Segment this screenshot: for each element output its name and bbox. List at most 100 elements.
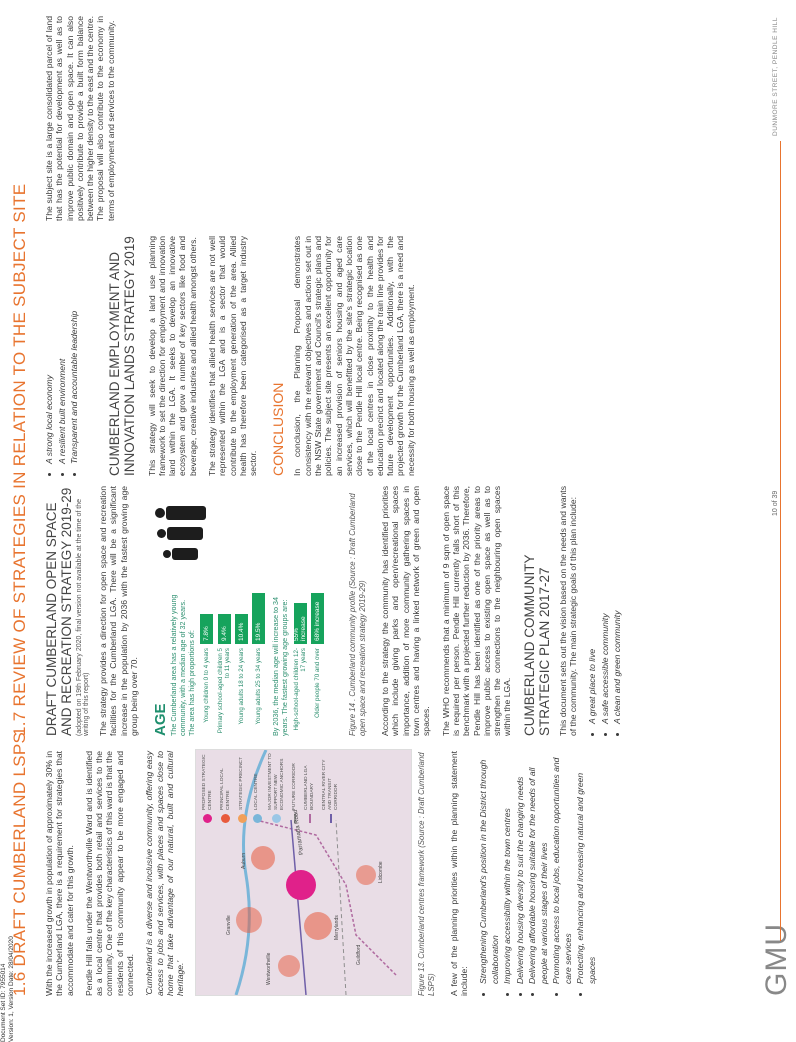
lga-boundary — [255, 819, 397, 976]
column-employment: A strong local economy A resilient built… — [0, 236, 796, 476]
bar-label: High-school-aged children 12-17 years — [293, 648, 308, 731]
future-corridor — [335, 819, 347, 995]
csp-goals-list-b: A strong local economy A resilient built… — [44, 236, 81, 476]
legend-label: CUMBERLAND LGA BOUNDARY — [303, 765, 315, 810]
family-icon — [153, 491, 213, 566]
open-space-adoption-note: (adopted on 19th February 2020, final ve… — [76, 499, 90, 736]
column-open-space: 1.7 REVIEW OF STRATEGIES IN RELATION TO … — [0, 184, 796, 736]
age-text-2: The area has high proportions of: — [187, 630, 197, 736]
legend-label: PRINCIPAL LOCAL CENTRE — [219, 768, 231, 810]
open-space-paragraph-2: According to the strategy the community … — [380, 486, 432, 736]
elis-paragraph-2: The strategy identifies that allied heal… — [206, 236, 259, 476]
list-item: A resilient built environment — [57, 236, 69, 464]
list-item: Delivering housing diversity to suit the… — [515, 751, 527, 984]
bar-row: Young children 0 to 4 years 7.8% — [200, 576, 214, 736]
legend-label: STRATEGIC PRECINCT — [239, 757, 245, 810]
bar-row: Primary school-aged children 5 to 11 yea… — [217, 576, 231, 736]
hub-granville — [235, 907, 262, 933]
legend-swatch — [272, 814, 282, 823]
list-item: Promoting access to local jobs, educatio… — [551, 751, 574, 984]
legend-label: LOCAL CENTRE — [254, 773, 260, 810]
bar-value: 55% increase — [293, 602, 307, 644]
legend-label: FUTURE CORRIDOR — [291, 763, 297, 810]
map-label: Merrylands — [333, 915, 340, 940]
bar-label: Primary school-aged children 5 to 11 yea… — [217, 648, 232, 734]
csp-goals-list-a: A great place to live A safe accessible … — [587, 486, 624, 736]
legend-swatch — [203, 814, 213, 823]
age-text-3: By 2036, the median age will increase to… — [271, 596, 290, 736]
list-item: A safe accessible community — [600, 486, 612, 725]
list-item: Transparent and accountable leadership — [69, 236, 81, 464]
elis-paragraph-1: This strategy will seek to develop a lan… — [146, 236, 198, 476]
priorities-list: Strengthening Cumberland's position in t… — [478, 751, 598, 996]
map-label: Lidcombe — [377, 861, 384, 883]
elis-heading: CUMBERLAND EMPLOYMENT AND INNOVATION LAN… — [106, 236, 137, 476]
document-set-stamp: Document Set ID: 7955014 Version: 1, Ver… — [0, 936, 16, 1042]
legend-swatch — [237, 814, 247, 823]
priorities-intro: A few of the planning priorities within … — [448, 751, 469, 996]
lsps-paragraph-2: Pendle Hill falls under the Wentworthvil… — [83, 751, 136, 996]
page-number: 10 of 39 — [772, 490, 779, 516]
hub-strategic-centre — [285, 870, 316, 900]
hub-wentworthville — [277, 955, 300, 977]
conclusion-paragraph-2: The subject site is a large consolidated… — [44, 16, 116, 221]
bar-row: High-school-aged children 12-17 years 55%… — [293, 576, 307, 736]
document-set-id: Document Set ID: 7955014 — [0, 963, 7, 1042]
footer-divider — [780, 141, 781, 941]
bar-value: 10.4% — [235, 614, 249, 644]
conclusion-paragraph-1: In conclusion, the Planning Proposal dem… — [292, 236, 416, 476]
open-space-paragraph-3: The WHO recommends that a minimum of 9 s… — [440, 486, 513, 736]
age-proportion-bars: Young children 0 to 4 years 7.8%Primary s… — [200, 576, 266, 736]
river-line — [234, 750, 267, 995]
legend-swatch — [329, 814, 332, 823]
lsps-vision-quote: 'Cumberland is a diverse and inclusive c… — [144, 751, 186, 996]
map-legend: PROPOSED STRATEGIC CENTRE PRINCIPAL LOCA… — [202, 753, 346, 823]
bar-label: Young adults 18 to 24 years — [238, 648, 246, 725]
bar-value: 19.5% — [252, 593, 266, 644]
age-infographic: AGE The Cumberland area has a relatively… — [148, 486, 343, 736]
hub-merrylands — [303, 912, 332, 940]
column-conclusion: The subject site is a large consolidated… — [0, 6, 796, 221]
list-item: A clean and green community — [612, 486, 624, 724]
bar-label: Young children 0 to 4 years — [203, 648, 211, 723]
map-label: Granville — [225, 915, 232, 935]
legend-label: MAJOR INVESTMENT TO SUPPORT NEW ECONOMIC… — [267, 753, 285, 810]
list-item: Strengthening Cumberland's position in t… — [478, 751, 501, 984]
footer-site-address: DUNMORE STREET, PENDLE HILL — [772, 17, 779, 136]
legend-swatch — [252, 814, 262, 823]
bar-label: Older people 70 and over — [314, 648, 322, 718]
map-label: Auburn — [240, 852, 247, 869]
map-label: Wentworthville — [265, 952, 272, 985]
bar-value: 7.8% — [200, 614, 214, 644]
document-version: Version: 1, Version Date: 28/04/2020 — [8, 936, 15, 1042]
age-text-1: The Cumberland area has a relatively you… — [169, 594, 188, 736]
gmu-logo: GMU — [760, 923, 793, 996]
csp-heading: CUMBERLAND COMMUNITY STRATEGIC PLAN 2017… — [521, 554, 552, 736]
open-space-paragraph-1: The strategy provides a direction for op… — [98, 486, 139, 736]
legend-swatch — [221, 814, 231, 823]
hub-lidcombe — [355, 865, 376, 885]
csp-paragraph: This document sets out the vision based … — [557, 486, 579, 736]
age-title: AGE — [152, 703, 170, 736]
bar-value: 68% increase — [311, 593, 325, 644]
lsps-paragraph-1: With the increased growth in population … — [44, 751, 75, 996]
list-item: Delivering affordable housing suitable f… — [527, 751, 550, 984]
age-growth-bars: High-school-aged children 12-17 years 55%… — [293, 576, 325, 736]
map-label: Guildford — [355, 944, 362, 965]
legend-swatch — [308, 814, 311, 823]
map-graphic — [234, 750, 397, 995]
legend-label: PROPOSED STRATEGIC CENTRE — [201, 754, 213, 810]
centres-framework-map: PROPOSED STRATEGIC CENTRE PRINCIPAL LOCA… — [194, 749, 412, 996]
list-item: A great place to live — [587, 486, 599, 724]
hub-auburn — [250, 846, 275, 870]
bar-value: 9.4% — [217, 614, 231, 644]
legend-label: CENTRAL RIVER CITY AND TRANSIT CORRIDOR — [321, 759, 339, 810]
transit-corridor — [289, 819, 307, 995]
bar-row: Young adults 25 to 34 years 19.5% — [252, 576, 266, 736]
bar-label: Young adults 25 to 34 years — [255, 648, 263, 725]
list-item: Improving accessibility within the town … — [502, 751, 514, 984]
bar-row: Older people 70 and over 68% increase — [311, 576, 325, 736]
open-space-heading: DRAFT CUMBERLAND OPEN SPACE AND RECREATI… — [44, 487, 74, 736]
list-item: Protecting, enhancing and increasing nat… — [575, 751, 598, 984]
